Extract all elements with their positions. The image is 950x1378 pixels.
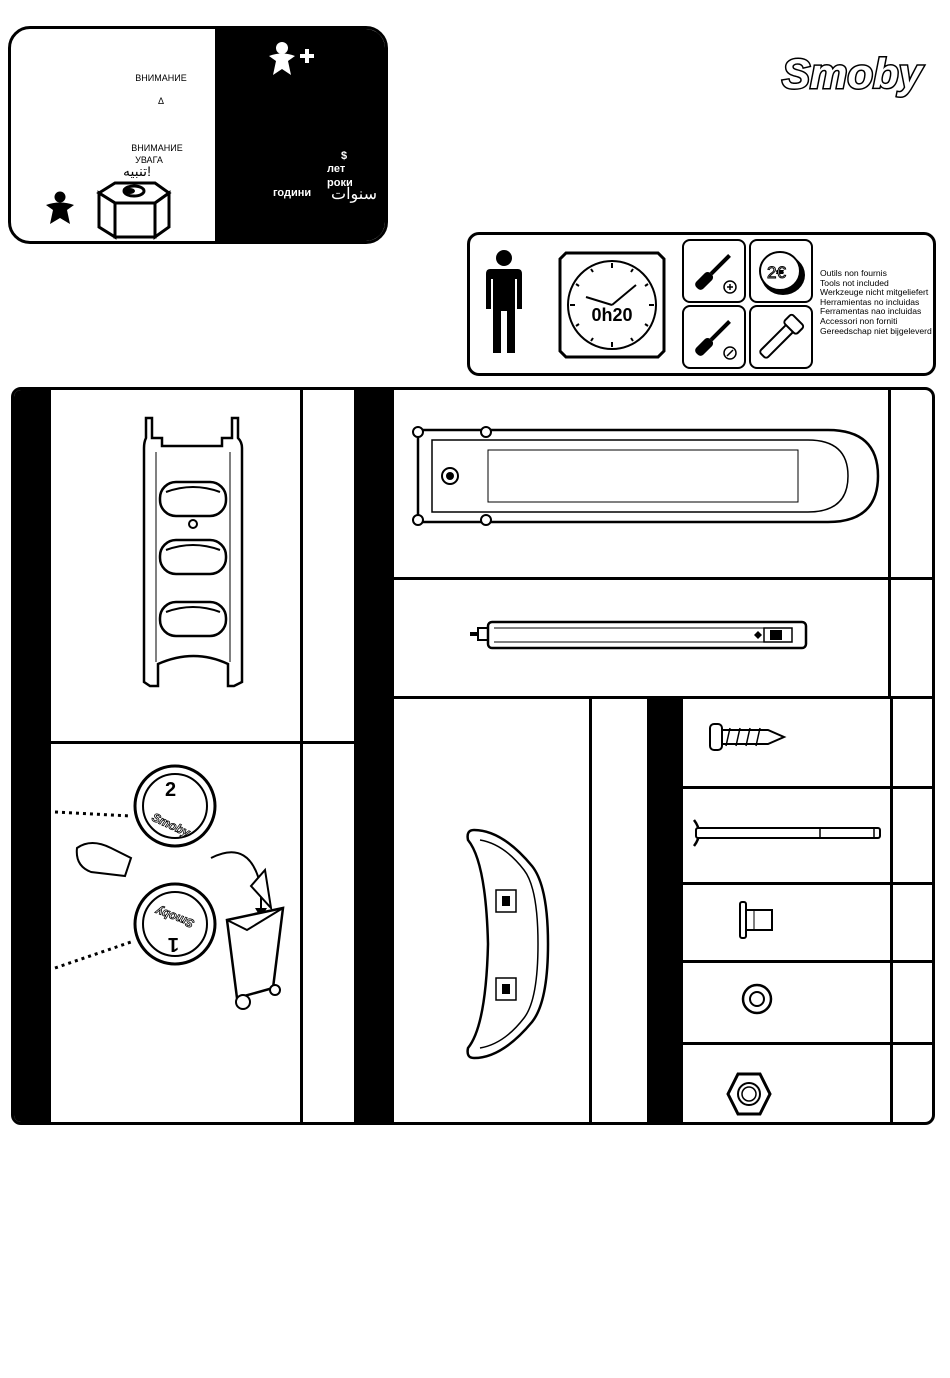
dial-number-top: 2 — [165, 779, 176, 801]
tools-note: Gereedschap niet bijgeleverd — [820, 327, 932, 337]
warning-heading-2: ВНИМАНИЕ — [107, 143, 207, 153]
part-label-strip — [647, 698, 683, 1125]
socket-wrench-icon — [751, 307, 811, 367]
child-icon — [44, 191, 76, 225]
part-label-strip — [14, 390, 51, 1125]
warning-box: ВНИМАНИЕ Δ ВНИМАНИЕ УВАГА تنبيه! $ лет р… — [8, 26, 388, 244]
child-plus-icon — [267, 41, 317, 77]
part-label-strip — [354, 390, 394, 1125]
bolt-part — [690, 816, 884, 850]
screwdriver-cross-cell — [682, 239, 746, 303]
ladder-frame-part — [134, 412, 254, 688]
coin-label: 2€ — [767, 263, 786, 282]
handle-part — [462, 826, 552, 1062]
washer-part — [740, 982, 774, 1016]
slide-part — [408, 420, 882, 528]
warning-heading-1: ВНИМАНИЕ — [111, 73, 211, 83]
logo-text: Smoby — [782, 50, 925, 97]
plug-cap-part — [734, 900, 778, 940]
tools-box: 0h20 2€ Outils non fournis T — [467, 232, 936, 376]
age-unit-1: лет — [327, 163, 345, 175]
wood-screw-part — [708, 720, 788, 754]
tools-not-included-notes: Outils non fournis Tools not included We… — [820, 269, 932, 336]
age-number: $ — [341, 150, 347, 162]
bar-part — [470, 616, 810, 656]
hex-nut-part — [726, 1072, 772, 1116]
age-unit-arabic: سنوات — [331, 184, 377, 204]
smoby-logo: Smoby — [778, 46, 936, 104]
person-icon — [482, 249, 526, 355]
parts-panel: 2 Smoby 1 Smoby — [11, 387, 935, 1125]
recycle-bin-icon — [227, 870, 283, 1009]
warning-symbol: Δ — [111, 96, 211, 106]
recycling-illustration: 2 Smoby 1 Smoby — [51, 758, 300, 1028]
screwdriver-flat-icon — [684, 307, 744, 367]
assembly-time: 0h20 — [586, 305, 638, 326]
coin-icon: 2€ — [751, 241, 811, 301]
screwdriver-flat-cell — [682, 305, 746, 369]
dial-number-bottom: 1 — [168, 933, 179, 955]
hex-box-icon — [93, 177, 175, 241]
socket-wrench-cell — [749, 305, 813, 369]
age-unit-3: години — [273, 187, 311, 199]
coin-cell: 2€ — [749, 239, 813, 303]
age-panel: $ лет роки години سنوات — [215, 29, 388, 241]
screwdriver-cross-icon — [684, 241, 744, 301]
